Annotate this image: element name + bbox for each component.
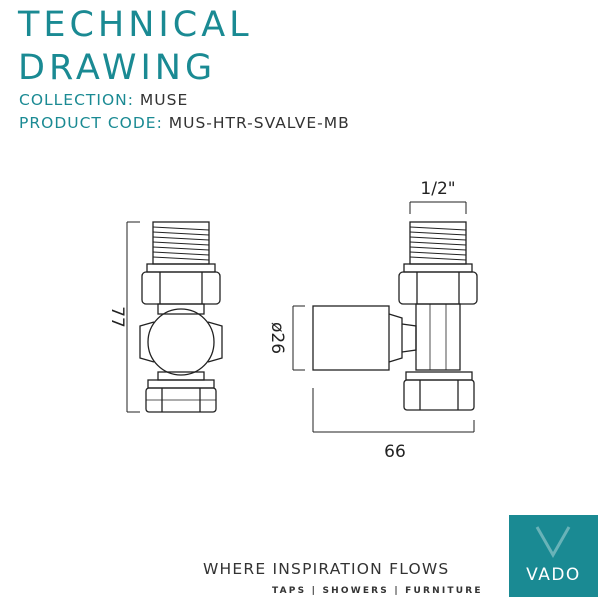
logo-mark-icon bbox=[535, 526, 571, 559]
collection-label: COLLECTION: bbox=[19, 91, 134, 109]
title-line-2: DRAWING bbox=[18, 48, 217, 88]
side-upper-nut bbox=[398, 271, 478, 305]
thread-label: 1/2" bbox=[420, 179, 455, 199]
vado-logo: VADO bbox=[509, 515, 598, 597]
diameter-label: ø26 bbox=[267, 322, 287, 354]
collection-value: MUSE bbox=[139, 91, 189, 109]
diameter-dimension bbox=[292, 305, 305, 371]
height-label: 77 bbox=[107, 306, 127, 328]
collection-line: COLLECTION: MUSE bbox=[19, 91, 189, 109]
front-upper-collar bbox=[146, 263, 216, 273]
product-code-label: PRODUCT CODE: bbox=[19, 114, 163, 132]
front-thread-lines bbox=[152, 226, 210, 261]
side-handle bbox=[312, 305, 390, 371]
title-line-1: TECHNICAL bbox=[18, 5, 253, 45]
technical-drawing: 77 1/2" ø26 66 bbox=[107, 179, 478, 462]
height-dimension bbox=[126, 221, 140, 413]
front-view bbox=[139, 221, 223, 413]
front-upper-nut bbox=[141, 271, 221, 305]
side-lower-nut bbox=[403, 379, 475, 411]
product-code-value: MUS-HTR-SVALVE-MB bbox=[168, 114, 350, 132]
side-body bbox=[415, 303, 461, 371]
front-handwheel bbox=[147, 308, 215, 376]
product-code-line: PRODUCT CODE: MUS-HTR-SVALVE-MB bbox=[19, 114, 350, 132]
width-dimension bbox=[312, 388, 475, 433]
side-view bbox=[312, 221, 478, 411]
tagline: WHERE INSPIRATION FLOWS bbox=[203, 560, 450, 578]
width-label: 66 bbox=[384, 442, 406, 462]
thread-dimension bbox=[409, 201, 467, 214]
categories: TAPS | SHOWERS | FURNITURE bbox=[272, 586, 483, 596]
logo-text: VADO bbox=[526, 565, 581, 585]
